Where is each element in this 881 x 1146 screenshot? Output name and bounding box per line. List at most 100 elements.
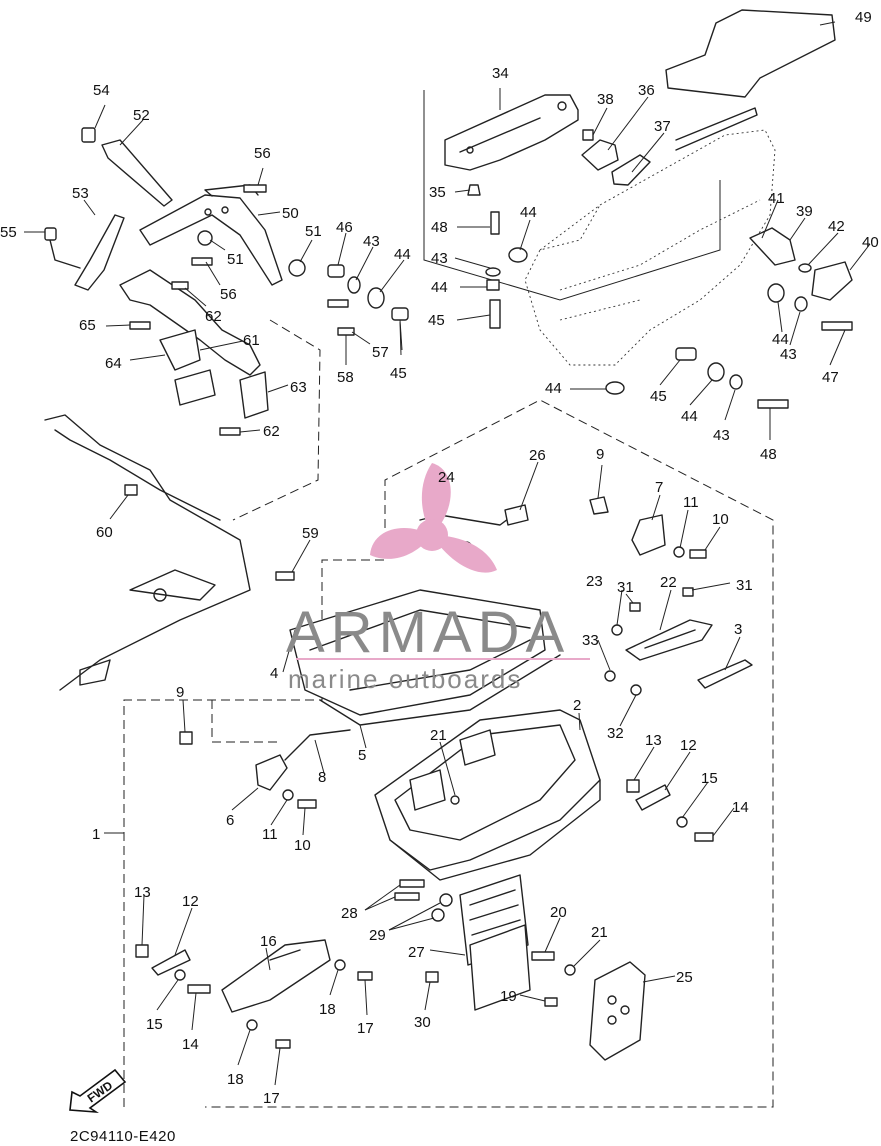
callout-48-c48a: 48 [431,219,448,236]
propeller-logo [370,463,497,573]
callout-17-c17a: 17 [357,1020,374,1037]
callout-39-c39: 39 [796,203,813,220]
callout-47-c47: 47 [822,369,839,386]
callout-14-c14b: 14 [182,1036,199,1053]
callout-17-c17b: 17 [263,1090,280,1107]
callout-15-c15b: 15 [146,1016,163,1033]
callout-55-c55: 55 [0,224,17,241]
callout-37-c37: 37 [654,118,671,135]
callout-44-c44c: 44 [431,279,448,296]
callout-6-c6: 6 [226,812,234,829]
callout-11-c11b: 11 [262,826,278,843]
propeller-hub [416,519,448,551]
watermark-tagline: marine outboards [288,664,522,694]
callout-50-c50: 50 [282,205,299,222]
callout-44-c44d: 44 [772,331,789,348]
callout-9-c9b: 9 [176,684,184,701]
callout-58-c58: 58 [337,369,354,386]
callout-34-c34: 34 [492,65,509,82]
callout-43-c43b: 43 [431,250,448,267]
callout-45-c45c: 45 [650,388,667,405]
frame-part [44,414,251,691]
callout-32-c32: 32 [607,725,624,742]
callout-52-c52: 52 [133,107,150,124]
callout-44-c44e: 44 [545,380,562,397]
hinge-bottom-parts [135,874,646,1061]
callout-48-c48b: 48 [760,446,777,463]
callout-24-c24: 24 [438,469,455,486]
callout-25-c25: 25 [676,969,693,986]
callout-18-c18b: 18 [227,1071,244,1088]
callout-26-c26: 26 [529,447,546,464]
callout-49-c49: 49 [855,9,872,26]
callout-45-c45b: 45 [390,365,407,382]
callout-62-c62b: 62 [263,423,280,440]
callout-12-c12a: 12 [680,737,697,754]
callout-4-c4: 4 [270,665,278,682]
callout-18-c18a: 18 [319,1001,336,1018]
diagram-code: 2C94110-E420 [70,1128,176,1145]
callout-36-c36: 36 [638,82,655,99]
callout-21-c21b: 21 [591,924,608,941]
hardware-parts [124,129,853,581]
callout-21-c21a: 21 [430,727,447,744]
callout-9-c9a: 9 [596,446,604,463]
callout-16-c16: 16 [260,933,277,950]
propeller-blade-3 [432,535,497,573]
callout-20-c20: 20 [550,904,567,921]
callout-43-c43c: 43 [780,346,797,363]
callout-29-c29: 29 [369,927,386,944]
group-outlines [123,90,774,1108]
callout-45-c45a: 45 [428,312,445,329]
callout-43-c43a: 43 [363,233,380,250]
handle-bracket-parts [44,127,283,419]
callout-27-c27: 27 [408,944,425,961]
callout-57-c57: 57 [372,344,389,361]
callout-14-c14a: 14 [732,799,749,816]
callout-15-c15a: 15 [701,770,718,787]
callout-38-c38: 38 [597,91,614,108]
callout-41-c41: 41 [768,190,785,207]
fwd-arrow-shape [69,1068,127,1114]
armada-watermark: ARMADA marine outboards [286,463,590,694]
callout-44-c44b: 44 [394,246,411,263]
callout-42-c42: 42 [828,218,845,235]
bracket-part-34 [444,94,579,171]
callout-43-c43d: 43 [713,427,730,444]
callout-46-c46: 46 [336,219,353,236]
callout-62-c62a: 62 [205,308,222,325]
storage-box-upper [524,129,776,366]
callout-33-c33: 33 [582,632,599,649]
watermark-brand: ARMADA [286,600,570,665]
callout-64-c64: 64 [105,355,122,372]
callout-2-c2: 2 [573,697,581,714]
callout-31-c31a: 31 [617,579,634,596]
callout-63-c63: 63 [290,379,307,396]
callout-56-c56b: 56 [220,286,237,303]
latch-assembly-lower [179,729,714,842]
seat-cover-part [665,9,836,151]
callout-35-c35: 35 [429,184,446,201]
callout-51-c51a: 51 [227,251,244,268]
callout-31-c31b: 31 [736,577,753,594]
callout-60-c60: 60 [96,524,113,541]
callout-7-c7: 7 [655,479,663,496]
callout-53-c53: 53 [72,185,89,202]
storage-box-lower [374,709,601,881]
callout-54-c54: 54 [93,82,110,99]
callout-19-c19: 19 [500,988,517,1005]
callout-12-c12b: 12 [182,893,199,910]
callout-61-c61: 61 [243,332,260,349]
callout-11-c11a: 11 [683,494,699,511]
callout-13-c13a: 13 [645,732,662,749]
callout-10-c10a: 10 [712,511,729,528]
callout-59-c59: 59 [302,525,319,542]
callout-40-c40: 40 [862,234,879,251]
lid-part [289,589,561,726]
callout-1-c1: 1 [92,826,100,843]
callout-10-c10b: 10 [294,837,311,854]
callout-44-c44a: 44 [520,204,537,221]
trim-parts-right [604,587,753,696]
